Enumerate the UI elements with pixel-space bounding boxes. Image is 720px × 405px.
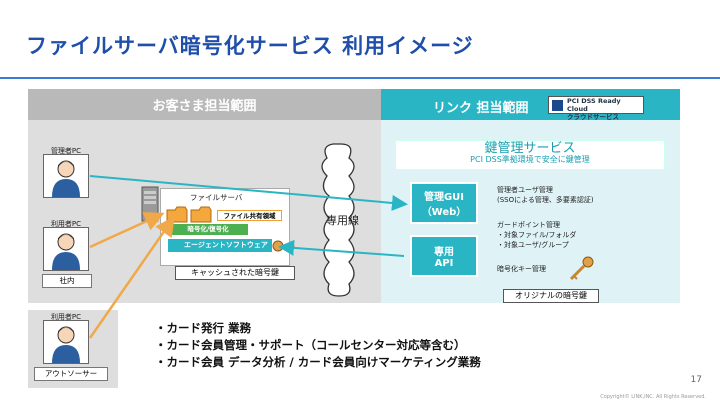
key-mgmt-desc: 暗号化キー管理: [497, 265, 546, 273]
pci-dss-logo: PCI DSS Ready Cloud クラウドサービス: [548, 96, 644, 121]
api-label-1: 専用: [434, 247, 454, 258]
dedicated-line-cloud-icon: [321, 143, 355, 297]
page-number: 17: [690, 375, 702, 385]
outsourcer-to-fileserver-arrow: [88, 215, 175, 339]
bullet-item: ・カード発行 業務: [155, 321, 252, 335]
api-to-agent-arrow: [278, 239, 405, 257]
admin-gui-label-2: （Web）: [421, 207, 467, 218]
agent-software-bar: エージェントソフトウェア: [168, 239, 272, 252]
outsourcer-label: アウトソーサー: [34, 367, 108, 381]
api-label-2: API: [434, 258, 454, 269]
outsource-pc-label: 利用者PC: [50, 313, 82, 321]
person-icon: [52, 326, 80, 363]
guard-line2: ・対象ファイル/フォルダ: [497, 231, 577, 239]
user-pc-label: 利用者PC: [50, 220, 82, 228]
kms-subtitle: PCI DSS準拠環境で安全に鍵管理: [470, 155, 590, 164]
user-mgmt-line2: (SSOによる管理、多要素認証): [497, 196, 594, 204]
shared-area-tag: ファイル共有領域: [217, 210, 282, 221]
guard-point-desc: ガードポイント管理 ・対象ファイル/フォルダ ・対象ユーザ/グループ: [497, 220, 576, 250]
admin-to-gui-arrow: [89, 175, 408, 211]
person-icon: [52, 233, 80, 270]
business-bullets: ・カード発行 業務 ・カード会員管理・サポート（コールセンター対応等含む） ・カ…: [155, 320, 481, 371]
admin-gui-button[interactable]: 管理GUI （Web）: [410, 182, 478, 224]
person-icon: [52, 160, 80, 197]
admin-pc-box: [43, 154, 89, 198]
link-scope-header: リンク 担当範囲 PCI DSS Ready Cloud クラウドサービス: [381, 89, 680, 121]
slide-title: ファイルサーバ暗号化サービス 利用イメージ: [26, 34, 474, 58]
admin-pc-label: 管理者PC: [50, 147, 82, 155]
bullet-item: ・カード会員管理・サポート（コールセンター対応等含む）: [155, 338, 466, 352]
file-server-title: ファイルサーバ: [190, 193, 243, 202]
master-key-icon: [569, 256, 594, 281]
original-key-label: オリジナルの暗号鍵: [503, 289, 599, 303]
pci-logo-line2: クラウドサービス: [567, 113, 619, 121]
kms-box: [395, 140, 665, 170]
dedicated-line-label: 専用線: [326, 214, 359, 227]
user-mgmt-desc: 管理者ユーザ管理 (SSOによる管理、多要素認証): [497, 185, 594, 205]
title-divider: [0, 77, 720, 79]
link-scope-header-label: リンク 担当範囲: [433, 101, 529, 116]
guard-line3: ・対象ユーザ/グループ: [497, 241, 569, 249]
admin-gui-label-1: 管理GUI: [423, 192, 465, 203]
customer-scope-header-label: お客さま担当範囲: [152, 99, 257, 114]
guard-line1: ガードポイント管理: [497, 221, 560, 229]
copyright: Copyright© LINK,INC. All Rights Reserved…: [600, 394, 706, 400]
user-to-fileserver-arrow: [89, 212, 165, 249]
bullet-item: ・カード会員 データ分析 / カード会員向けマーケティング業務: [155, 355, 481, 369]
dedicated-api-button[interactable]: 専用 API: [410, 235, 478, 277]
encrypt-decrypt-bar: 暗号化/復号化: [168, 224, 248, 235]
user-mgmt-line1: 管理者ユーザ管理: [497, 186, 553, 194]
pci-logo-line1: PCI DSS Ready Cloud: [567, 97, 621, 113]
customer-scope-header: お客さま担当範囲: [28, 89, 381, 120]
internal-label: 社内: [42, 274, 92, 288]
cached-key-label: キャッシュされた暗号鍵: [175, 266, 295, 280]
kms-title: 鍵管理サービス: [484, 141, 576, 156]
pci-logo-mark: [552, 100, 563, 111]
outsource-pc-box: [43, 320, 89, 364]
user-pc-box: [43, 227, 89, 271]
